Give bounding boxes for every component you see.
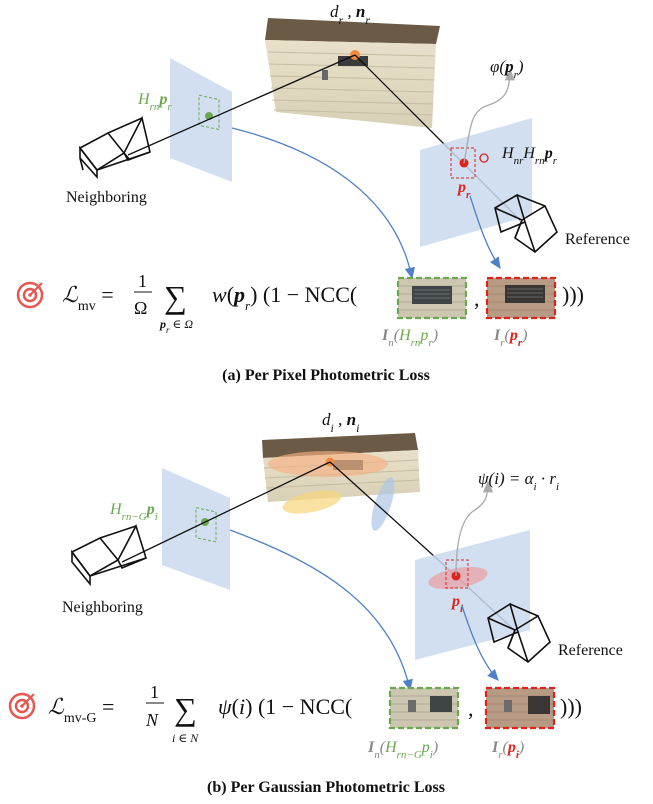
neighboring-label-b: Neighboring [62, 599, 143, 616]
loss-equation-a: ℒmv = [62, 282, 114, 314]
close-paren-b: ))) [560, 694, 582, 719]
frac-num-a: 1 [138, 271, 147, 291]
neighbor-plane-a [170, 58, 232, 182]
comma-a: , [474, 286, 480, 311]
projected-point-a [479, 153, 489, 163]
sum-a: ∑ [164, 279, 187, 315]
phi-label: φ(pr) [490, 57, 524, 81]
patch-neighbor-b [388, 686, 460, 730]
neighboring-label-a: Neighboring [66, 189, 147, 206]
patch-r-label-b: Ir(pi) [491, 739, 524, 761]
frac-den-b: N [145, 710, 159, 730]
reference-camera-a [494, 193, 558, 254]
sum-sub-b: i ∈ N [172, 731, 199, 745]
reference-plane-a [420, 118, 532, 247]
sum-sub-a: pr ∈ Ω [159, 317, 193, 335]
patch-reference-a [485, 276, 557, 320]
target-icon [16, 281, 44, 309]
reference-plane-b [415, 530, 530, 660]
reference-camera-b [487, 602, 551, 664]
house-image-a [265, 18, 440, 128]
patch-neighbor-a [396, 276, 468, 320]
neighbor-camera-a [78, 115, 151, 180]
panel-a: dr , nr Hrnpr Neighboring pr HnrHrnpr [16, 2, 630, 384]
neighbor-plane-b [162, 468, 230, 590]
h-rn-p-r-label: Hrnpr [137, 91, 172, 113]
neighbor-camera-b [70, 523, 147, 587]
loss-equation-b: ℒmv-G = [48, 694, 114, 726]
close-paren-a: ))) [562, 282, 584, 307]
loss-rest-b: ψ(i) (1 − NCC( [218, 694, 352, 719]
caption-b: (b) Per Gaussian Photometric Loss [207, 779, 445, 796]
sum-b: ∑ [174, 691, 197, 727]
gaussian-ellipse-3 [371, 477, 395, 531]
reference-label-b: Reference [558, 642, 623, 659]
loss-rest-a: w(pr) (1 − NCC( [212, 282, 357, 313]
psi-label: ψ(i) = αi · ri [478, 469, 559, 493]
comma-b: , [468, 696, 474, 721]
frac-num-b: 1 [150, 682, 159, 702]
di-ni-label: di , ni [322, 410, 359, 435]
h-rn-g-label: Hrn−Gpi [109, 501, 158, 523]
patch-n-label-b: In(Hrn−Gpi) [367, 739, 438, 761]
gaussian-ellipse-2 [282, 490, 342, 514]
patch-n-label-a: In(Hrnpr) [381, 327, 438, 349]
patch-r-label-a: Ir(pr) [493, 327, 527, 349]
target-icon-b [8, 692, 36, 720]
caption-a: (a) Per Pixel Photometric Loss [222, 367, 430, 384]
frac-den-a: Ω [134, 298, 147, 318]
panel-b: di , ni Hrn−Gpi Neighboring pi ψ(i) = αi… [8, 410, 623, 796]
reference-label-a: Reference [565, 231, 630, 248]
patch-reference-b [484, 686, 556, 730]
